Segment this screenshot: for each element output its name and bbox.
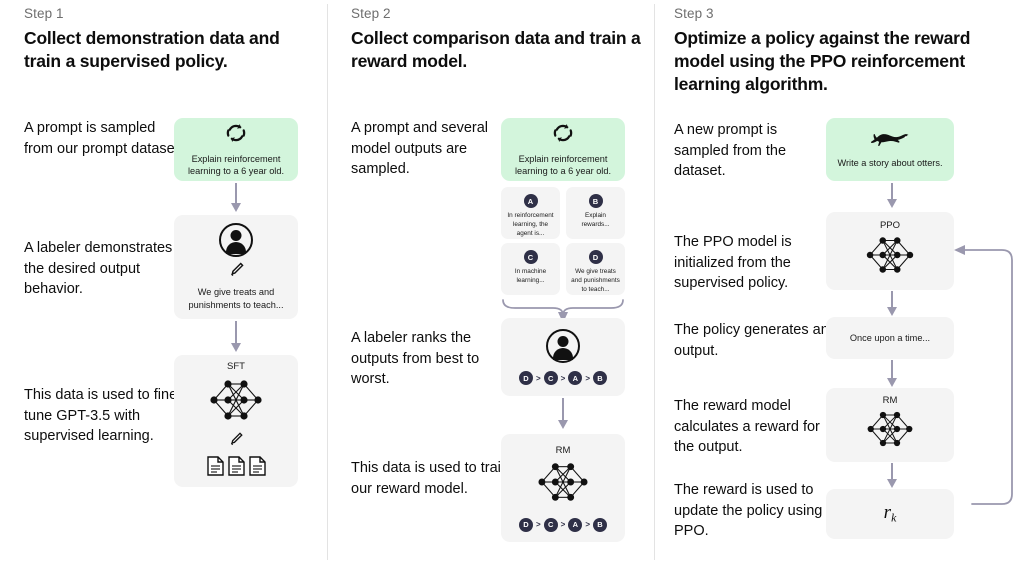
otter-icon [868, 129, 912, 154]
step-3-column: Step 3 Optimize a policy against the rew… [654, 0, 1024, 567]
rank-badge-3: A [568, 371, 583, 385]
step-1-sft-box[interactable]: SFT [174, 355, 298, 487]
step-3-caption-4: The reward model calculates a reward for… [674, 398, 820, 456]
step-1-caption-3: This data is used to fine-tune GPT-3.5 w… [24, 387, 182, 445]
step-3-label: Step 3 [674, 6, 714, 21]
step-2-caption-3: This data is used to train our reward mo… [351, 460, 509, 497]
arrow-1-2 [228, 321, 244, 358]
step-2-ranking-box[interactable]: D > C > A > B [501, 318, 625, 396]
neural-network-icon [861, 408, 919, 455]
rank-separator: > [560, 520, 566, 529]
ranking-row: D > C > A > B [518, 371, 607, 385]
step-1-title: Collect demonstration data and train a s… [24, 28, 280, 72]
arrow-3-3 [884, 360, 900, 393]
step-1-prompt-box[interactable]: Explain reinforcement learning to a 6 ye… [174, 118, 298, 181]
brace-connector [495, 296, 635, 329]
output-badge-a: A [523, 194, 538, 208]
arrow-2-2 [555, 398, 571, 435]
step-3-ppo-title: PPO [879, 220, 901, 231]
rank-badge-1: D [518, 371, 533, 385]
step-3-rm-title: RM [882, 395, 898, 406]
document-icon-group [206, 456, 266, 481]
step-3-prompt-box[interactable]: Write a story about otters. [826, 118, 954, 181]
rank-separator: > [535, 520, 541, 529]
step-1-caption-2: A labeler demonstrates the desired outpu… [24, 240, 173, 298]
output-text-b: Explain rewards... [581, 212, 610, 228]
feedback-loop-arrow [950, 240, 1024, 525]
person-icon [219, 223, 253, 258]
document-icon [248, 456, 266, 481]
step-1-labeler-text: We give treats and punishments to teach.… [188, 287, 284, 310]
neural-network-icon [532, 459, 594, 510]
step-3-caption-1: A new prompt is sampled from the dataset… [674, 122, 787, 180]
step-1-label: Step 1 [24, 6, 64, 21]
step-3-output-text: Once upon a time... [849, 332, 931, 343]
output-card-a[interactable]: A In reinforcement learning, the agent i… [501, 187, 560, 239]
rank-badge-3: A [568, 517, 583, 532]
refresh-loop-icon [552, 122, 574, 149]
ranking-row: D > C > A > B [518, 517, 607, 532]
output-badge-c: C [523, 250, 538, 264]
rank-separator: > [560, 373, 566, 383]
step-2-label: Step 2 [351, 6, 391, 21]
column-divider-1 [327, 4, 328, 560]
output-card-b[interactable]: B Explain rewards... [566, 187, 625, 239]
output-card-c[interactable]: C In machine learning... [501, 243, 560, 295]
step-1-prompt-text: Explain reinforcement learning to a 6 ye… [187, 153, 285, 176]
reward-symbol-subscript: k [891, 511, 897, 525]
pencil-icon [228, 261, 245, 283]
step-3-ppo-box[interactable]: PPO [826, 212, 954, 290]
rank-badge-2: C [543, 371, 558, 385]
step-3-caption-2: The PPO model is initialized from the su… [674, 234, 792, 292]
step-3-prompt-text: Write a story about otters. [837, 158, 943, 169]
step-1-caption-1: A prompt is sampled from our prompt data… [24, 120, 183, 157]
rank-badge-4: B [593, 517, 607, 532]
rank-badge-1: D [518, 517, 533, 532]
step-2-caption-1: A prompt and several model outputs are s… [351, 120, 489, 178]
pencil-icon [228, 431, 244, 452]
rank-separator: > [535, 373, 541, 383]
step-3-reward-model-box[interactable]: RM [826, 388, 954, 462]
arrow-3-1 [884, 183, 900, 214]
step-2-reward-model-box[interactable]: RM [501, 434, 625, 542]
output-text-d: We give treats and punishments to teach.… [571, 268, 620, 293]
person-icon [546, 329, 580, 363]
step-3-title: Optimize a policy against the reward mod… [674, 28, 971, 95]
step-3-output-box[interactable]: Once upon a time... [826, 317, 954, 359]
output-card-d[interactable]: D We give treats and punishments to teac… [566, 243, 625, 295]
step-1-sft-title: SFT [227, 361, 245, 372]
reward-symbol: rk [884, 502, 897, 525]
step-3-caption-3: The policy generates an output. [674, 322, 829, 359]
arrow-3-4 [884, 463, 900, 494]
neural-network-icon [861, 233, 919, 282]
output-text-a: In reinforcement learning, the agent is.… [507, 212, 554, 237]
neural-network-icon [204, 376, 268, 429]
step-3-reward-box[interactable]: rk [826, 489, 954, 539]
step-2-caption-2: A labeler ranks the outputs from best to… [351, 330, 480, 388]
step-2-prompt-text: Explain reinforcement learning to a 6 ye… [514, 153, 612, 176]
arrow-1-1 [228, 183, 244, 218]
step-2-column: Step 2 Collect comparison data and train… [327, 0, 654, 567]
document-icon [227, 456, 245, 481]
column-divider-2 [654, 4, 655, 560]
step-3-caption-5: The reward is used to update the policy … [674, 482, 823, 540]
document-icon [206, 456, 224, 481]
output-badge-d: D [588, 250, 603, 264]
step-1-column: Step 1 Collect demonstration data and tr… [0, 0, 327, 567]
rank-badge-4: B [593, 371, 607, 385]
output-text-c: In machine learning... [514, 268, 547, 284]
step-2-prompt-box[interactable]: Explain reinforcement learning to a 6 ye… [501, 118, 625, 181]
output-badge-b: B [588, 194, 603, 208]
step-2-rm-title: RM [555, 444, 571, 456]
refresh-loop-icon [225, 122, 247, 149]
rank-separator: > [585, 520, 590, 529]
reward-symbol-base: r [883, 502, 892, 524]
step-2-title: Collect comparison data and train a rewa… [351, 28, 641, 72]
arrow-3-2 [884, 291, 900, 322]
rank-separator: > [585, 373, 590, 383]
step-1-labeler-box[interactable]: We give treats and punishments to teach.… [174, 215, 298, 319]
rank-badge-2: C [543, 517, 558, 532]
